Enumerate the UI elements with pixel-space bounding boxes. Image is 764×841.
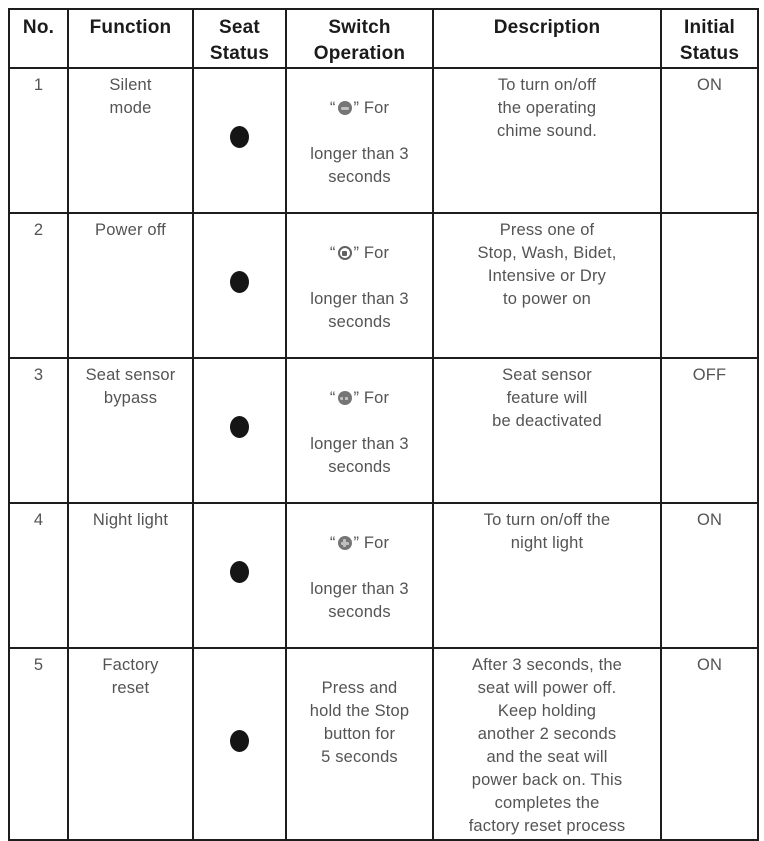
row-number: 4 xyxy=(8,502,69,649)
description-cell: Seat sensor feature will be deactivated xyxy=(432,357,662,504)
description-cell: After 3 seconds, the seat will power off… xyxy=(432,647,662,841)
row-number: 1 xyxy=(8,67,69,214)
function-cell: Seat sensor bypass xyxy=(67,357,194,504)
col-header-description: Description xyxy=(432,8,662,69)
quote-open: “ xyxy=(329,244,336,262)
initial-status-cell: ON xyxy=(660,647,759,841)
function-cell: Night light xyxy=(67,502,194,649)
description-cell: Press one of Stop, Wash, Bidet, Intensiv… xyxy=(432,212,662,359)
row-number: 3 xyxy=(8,357,69,504)
switch-operation-cell: “ ” For longer than 3 seconds xyxy=(285,357,434,504)
table-row: 2 Power off “ ” For longer than 3 seconds… xyxy=(8,212,759,359)
col-header-seat-status: Seat Status xyxy=(192,8,287,69)
table-header: No. Function Seat Status Switch Operatio… xyxy=(8,8,759,69)
seat-status-dot xyxy=(230,271,249,293)
quote-open: “ xyxy=(329,389,336,407)
quote-close: ” For xyxy=(353,244,390,262)
function-cell: Silent mode xyxy=(67,67,194,214)
switch-operation-text: longer than 3 seconds xyxy=(310,580,409,621)
description-cell: To turn on/off the night light xyxy=(432,502,662,649)
col-header-initial-status: Initial Status xyxy=(660,8,759,69)
table-row: 5 Factory reset Press and hold the Stop … xyxy=(8,647,759,841)
plus-button-icon xyxy=(337,536,352,550)
seat-status-cell xyxy=(192,67,287,214)
row-number: 2 xyxy=(8,212,69,359)
initial-status-cell: ON xyxy=(660,67,759,214)
col-header-switch-operation: Switch Operation xyxy=(285,8,434,69)
switch-operation-cell: “ ” For longer than 3 seconds xyxy=(285,212,434,359)
table-row: 3 Seat sensor bypass “ ” For longer than … xyxy=(8,357,759,504)
quote-open: “ xyxy=(329,99,336,117)
seat-status-cell xyxy=(192,647,287,841)
description-cell: To turn on/off the operating chime sound… xyxy=(432,67,662,214)
power-button-icon xyxy=(337,246,352,260)
seat-status-cell xyxy=(192,357,287,504)
switch-operation-text: Press and hold the Stop button for 5 sec… xyxy=(309,679,410,766)
initial-status-cell: ON xyxy=(660,502,759,649)
switch-operation-cell: “ ” For longer than 3 seconds xyxy=(285,502,434,649)
quote-close: ” For xyxy=(353,534,390,552)
col-header-function: Function xyxy=(67,8,194,69)
quote-open: “ xyxy=(329,534,336,552)
initial-status-cell: OFF xyxy=(660,357,759,504)
quote-close: ” For xyxy=(353,389,390,407)
seat-status-dot xyxy=(230,416,249,438)
switch-operation-cell: Press and hold the Stop button for 5 sec… xyxy=(285,647,434,841)
table-row: 4 Night light “ ” For longer than 3 secon… xyxy=(8,502,759,649)
function-table: No. Function Seat Status Switch Operatio… xyxy=(8,8,759,841)
dash-button-icon xyxy=(337,391,352,405)
seat-status-dot xyxy=(230,126,249,148)
switch-operation-cell: “ ” For longer than 3 seconds xyxy=(285,67,434,214)
seat-status-dot xyxy=(230,561,249,583)
function-cell: Factory reset xyxy=(67,647,194,841)
switch-operation-text: longer than 3 seconds xyxy=(310,290,409,331)
switch-operation-text: longer than 3 seconds xyxy=(310,435,409,476)
quote-close: ” For xyxy=(353,99,390,117)
minus-button-icon xyxy=(337,101,352,115)
col-header-no: No. xyxy=(8,8,69,69)
seat-status-cell xyxy=(192,212,287,359)
table-row: 1 Silent mode “ ” For longer than 3 secon… xyxy=(8,67,759,214)
row-number: 5 xyxy=(8,647,69,841)
seat-status-cell xyxy=(192,502,287,649)
function-cell: Power off xyxy=(67,212,194,359)
header-row: No. Function Seat Status Switch Operatio… xyxy=(8,8,759,69)
initial-status-cell xyxy=(660,212,759,359)
seat-status-dot xyxy=(230,729,249,752)
switch-operation-text: longer than 3 seconds xyxy=(310,145,409,186)
